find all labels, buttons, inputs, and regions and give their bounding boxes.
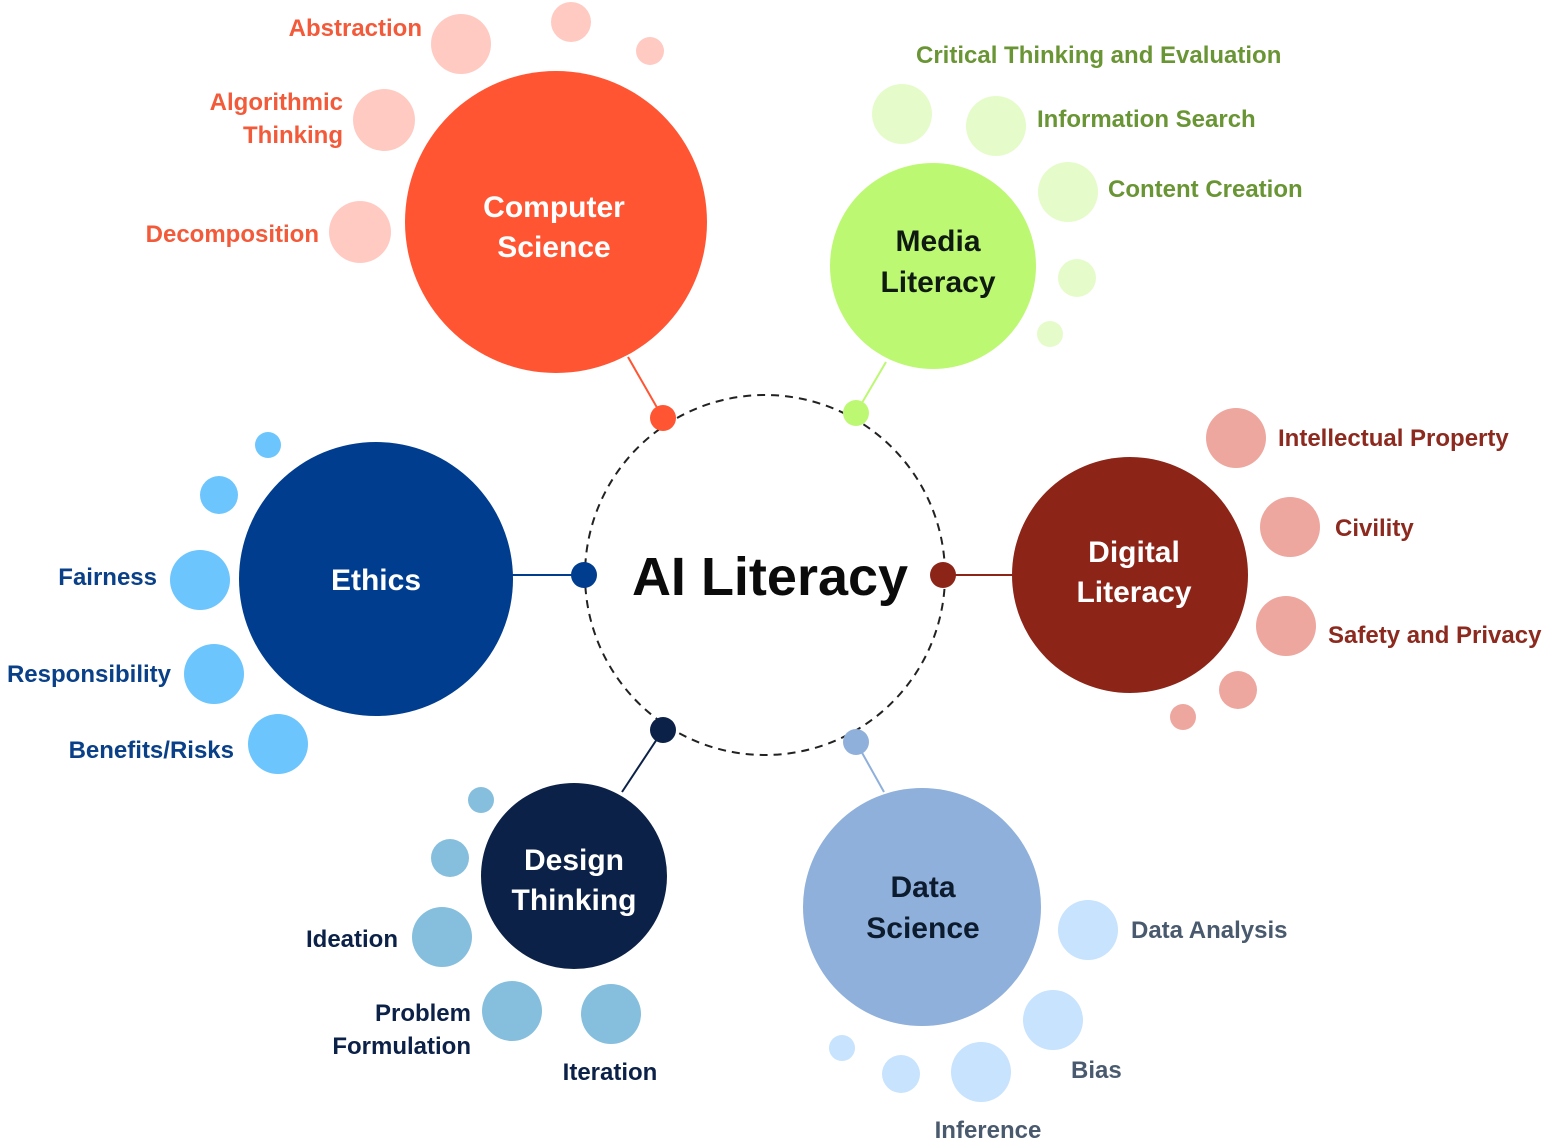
- decorative-bubble: [248, 714, 308, 774]
- decorative-bubble: [170, 550, 230, 610]
- decorative-bubble: [353, 89, 415, 151]
- decorative-bubble: [872, 84, 932, 144]
- subtopic-label: Data Analysis: [1131, 917, 1288, 944]
- subtopic-label: Bias: [1071, 1057, 1122, 1084]
- center-title: AI Literacy: [632, 547, 908, 607]
- hub-label: Computer: [483, 191, 625, 224]
- subtopic-label: Iteration: [563, 1059, 658, 1086]
- decorative-bubble: [431, 14, 491, 74]
- decorative-bubble: [1256, 596, 1316, 656]
- decorative-bubble: [951, 1042, 1011, 1102]
- subtopic-label: Benefits/Risks: [69, 737, 234, 764]
- connector-dot: [930, 562, 956, 588]
- hub-circle: [481, 783, 667, 969]
- decorative-bubble: [636, 37, 664, 65]
- subtopic-label: Information Search: [1037, 106, 1256, 133]
- subtopic-label: Abstraction: [289, 15, 422, 42]
- decorative-bubble: [1037, 321, 1063, 347]
- decorative-bubble: [329, 201, 391, 263]
- subtopic-label: Fairness: [58, 564, 157, 591]
- subtopic-label: Thinking: [243, 122, 343, 149]
- subtopic-label: Problem: [375, 1000, 471, 1027]
- subtopic-label: Content Creation: [1108, 176, 1303, 203]
- hub-label: Data: [890, 871, 955, 904]
- cluster-design-thinking: Design Thinking Ideation Problem Formula…: [306, 717, 676, 1086]
- decorative-bubble: [412, 907, 472, 967]
- subtopic-label: Decomposition: [146, 221, 319, 248]
- decorative-bubble: [551, 2, 591, 42]
- subtopic-label: Inference: [935, 1117, 1042, 1144]
- decorative-bubble: [184, 644, 244, 704]
- decorative-bubble: [1206, 408, 1266, 468]
- cluster-ethics: Ethics Fairness Responsibility Benefits/…: [7, 432, 597, 774]
- subtopic-label: Civility: [1335, 515, 1414, 542]
- subtopic-label: Responsibility: [7, 661, 172, 688]
- subtopic-label: Formulation: [332, 1033, 471, 1060]
- subtopic-label: Ideation: [306, 926, 398, 953]
- hub-label: Design: [524, 844, 624, 877]
- decorative-bubble: [1023, 990, 1083, 1050]
- hub-label: Digital: [1088, 536, 1180, 569]
- decorative-bubble: [1260, 497, 1320, 557]
- subtopic-label: Algorithmic: [210, 89, 343, 116]
- hub-circle: [405, 71, 707, 373]
- decorative-bubble: [431, 839, 469, 877]
- hub-label: Thinking: [512, 884, 637, 917]
- cluster-digital-literacy: Digital Literacy Intellectual Property C…: [930, 408, 1542, 730]
- connector-dot: [650, 405, 676, 431]
- hub-label: Science: [497, 231, 610, 264]
- decorative-bubble: [468, 787, 494, 813]
- subtopic-label: Critical Thinking and Evaluation: [916, 42, 1281, 69]
- decorative-bubble: [882, 1055, 920, 1093]
- decorative-bubble: [1219, 671, 1257, 709]
- hub-circle: [803, 788, 1041, 1026]
- decorative-bubble: [1058, 900, 1118, 960]
- hub-circle: [239, 442, 513, 716]
- hub-label: Ethics: [331, 564, 421, 597]
- cluster-computer-science: Computer Science Abstraction Algorithmic…: [146, 2, 707, 431]
- decorative-bubble: [1170, 704, 1196, 730]
- hub-label: Literacy: [880, 266, 995, 299]
- decorative-bubble: [1058, 259, 1096, 297]
- hub-label: Science: [866, 912, 979, 945]
- connector-dot: [571, 562, 597, 588]
- subtopic-label: Intellectual Property: [1278, 425, 1509, 452]
- decorative-bubble: [829, 1035, 855, 1061]
- connector-dot: [843, 400, 869, 426]
- cluster-media-literacy: Media Literacy Critical Thinking and Eva…: [830, 42, 1303, 426]
- hub-label: Media: [895, 225, 980, 258]
- hub-circle: [830, 163, 1036, 369]
- decorative-bubble: [581, 984, 641, 1044]
- decorative-bubble: [255, 432, 281, 458]
- decorative-bubble: [966, 96, 1026, 156]
- connector-dot: [650, 717, 676, 743]
- cluster-data-science: Data Science Data Analysis Bias Inferenc…: [803, 729, 1288, 1144]
- decorative-bubble: [482, 981, 542, 1041]
- hub-circle: [1012, 457, 1248, 693]
- hub-label: Literacy: [1076, 576, 1191, 609]
- subtopic-label: Safety and Privacy: [1328, 622, 1542, 649]
- connector-dot: [843, 729, 869, 755]
- decorative-bubble: [200, 476, 238, 514]
- decorative-bubble: [1038, 162, 1098, 222]
